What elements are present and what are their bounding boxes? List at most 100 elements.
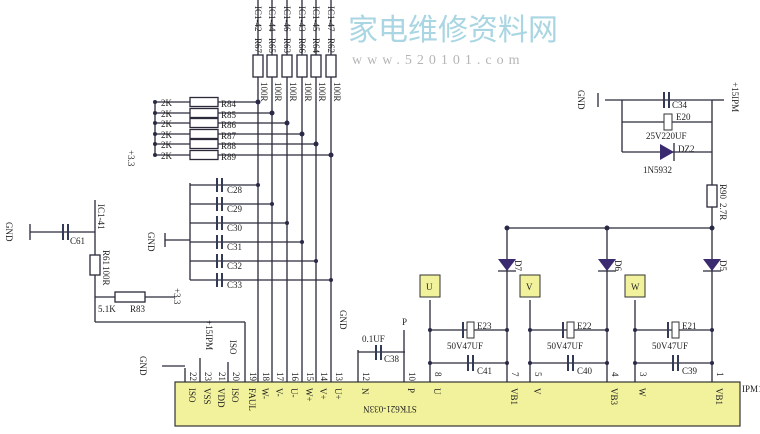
watermark: 家电维修资料网	[348, 14, 558, 47]
phase-label: W	[631, 282, 640, 292]
capacitor-label: C39	[682, 366, 698, 376]
gnd-label-2: GND	[138, 356, 148, 376]
ic1-41-label: IC1-41	[96, 204, 106, 230]
electrolytic-label: E23	[477, 321, 492, 331]
pullup-supply-label: +3.3	[126, 150, 136, 167]
c61-label: C61	[70, 236, 85, 246]
resistor-label: R63	[282, 38, 292, 54]
junction	[528, 361, 532, 365]
resistor-value: 2K	[161, 151, 173, 161]
diode-icon	[498, 259, 516, 271]
pin-name: VB1	[509, 388, 519, 405]
capacitor-label: C29	[227, 204, 243, 214]
vdd-label: +15IPM	[204, 320, 214, 350]
electrolytic-value: 50V47UF	[547, 341, 583, 351]
pin-number: 8	[433, 372, 443, 377]
capacitor-label: C33	[227, 280, 243, 290]
net-label: IC1-47	[326, 6, 336, 32]
supply-section: C34 E20 25V220UF DZ2 1N5932 R90 2.7R +15…	[507, 82, 740, 229]
c38-label: C38	[384, 354, 400, 364]
junction	[284, 120, 290, 126]
fault-section: GND C61 IC1-41 R61 100R 5.1K R83 +3.3	[4, 200, 182, 322]
resistor-label: R65	[267, 38, 277, 54]
pin-number: 10	[407, 372, 417, 382]
pin-number: 3	[638, 372, 648, 377]
pin-number: 21	[217, 372, 227, 381]
r90-label: R90	[718, 184, 728, 200]
pin-number: 1	[715, 372, 725, 377]
r83-label: R83	[130, 304, 146, 314]
pin-number: 14	[319, 372, 329, 382]
junction	[300, 240, 304, 244]
resistor	[189, 138, 219, 150]
pin-name: FAUL	[247, 388, 257, 411]
resistor-value: 100R	[303, 82, 313, 102]
resistor-label: R64	[311, 38, 321, 54]
resistor-label: R86	[221, 120, 237, 130]
pin-number: 12	[361, 372, 371, 381]
diode-label: D5	[718, 260, 728, 271]
ipm-label: IPM1	[742, 384, 760, 394]
pin-name: N	[360, 388, 370, 395]
e20-label: E20	[676, 112, 691, 122]
pin-name: VDD	[216, 388, 226, 408]
net-label: IC1-43	[297, 6, 307, 32]
pin-number: 17	[275, 372, 285, 382]
resistor	[266, 54, 278, 78]
resistor-value: 100R	[317, 82, 327, 102]
resistor	[325, 54, 337, 78]
gnd-label: GND	[576, 90, 586, 110]
junction	[605, 361, 609, 365]
electrolytic-label: E21	[682, 321, 697, 331]
resistor-label: R89	[221, 152, 237, 162]
pin-name: W-	[260, 388, 270, 399]
diode-label: D6	[613, 260, 623, 271]
capacitor-label: C40	[577, 366, 593, 376]
zener-diode-icon	[660, 144, 674, 160]
pin-number: 16	[290, 372, 300, 382]
ic-body	[174, 381, 741, 427]
diode-label: D7	[513, 260, 523, 271]
gnd-n-label: GND	[338, 310, 348, 330]
pin-number: 15	[305, 372, 315, 382]
resistor-value: 100R	[273, 82, 283, 102]
net-label: IC1-46	[282, 6, 292, 32]
resistor-label: R87	[221, 131, 237, 141]
pin-name: U-	[289, 388, 299, 398]
electrolytic-label: E22	[577, 321, 592, 331]
supply-label: +3.3	[172, 288, 182, 305]
resistor-label: R62	[326, 38, 336, 53]
phase-label: U	[426, 282, 433, 292]
dz2-label: DZ2	[678, 144, 695, 154]
resistor-label: R66	[297, 38, 307, 54]
pin-number: 19	[248, 372, 258, 382]
ipm-supply-label: +15IPM	[730, 82, 740, 112]
pin-name: V+	[318, 388, 328, 400]
junction	[255, 99, 261, 105]
junction	[428, 361, 432, 365]
diode-icon	[703, 259, 721, 271]
junction	[329, 278, 333, 282]
resistor-value: 100R	[259, 82, 269, 102]
pin-number: 23	[203, 372, 213, 382]
resistor-label: R88	[221, 141, 237, 151]
phase-output-box	[419, 274, 441, 298]
junction	[633, 361, 637, 365]
gnd-label: GND	[4, 222, 14, 242]
resistor	[189, 149, 219, 161]
resistor-value: 100R	[288, 82, 298, 102]
resistor	[189, 96, 219, 108]
capacitor-label: C41	[477, 366, 492, 376]
resistor-label: R84	[221, 99, 237, 109]
junction	[428, 328, 432, 332]
electrolytic-plate	[566, 321, 575, 339]
watermark-url: www.520101.com	[352, 53, 525, 68]
ic-name: STK621-033N	[363, 404, 417, 414]
junction	[710, 328, 714, 332]
capacitor-label: C32	[227, 261, 242, 271]
pin-name: VB1	[714, 388, 724, 405]
pin-number: 20	[231, 372, 241, 382]
pin-name: U	[432, 388, 442, 395]
resistor-label: R85	[221, 110, 237, 120]
ic-supply: GND +15IPM ISO GND 0.1UF C38 P	[95, 310, 407, 382]
